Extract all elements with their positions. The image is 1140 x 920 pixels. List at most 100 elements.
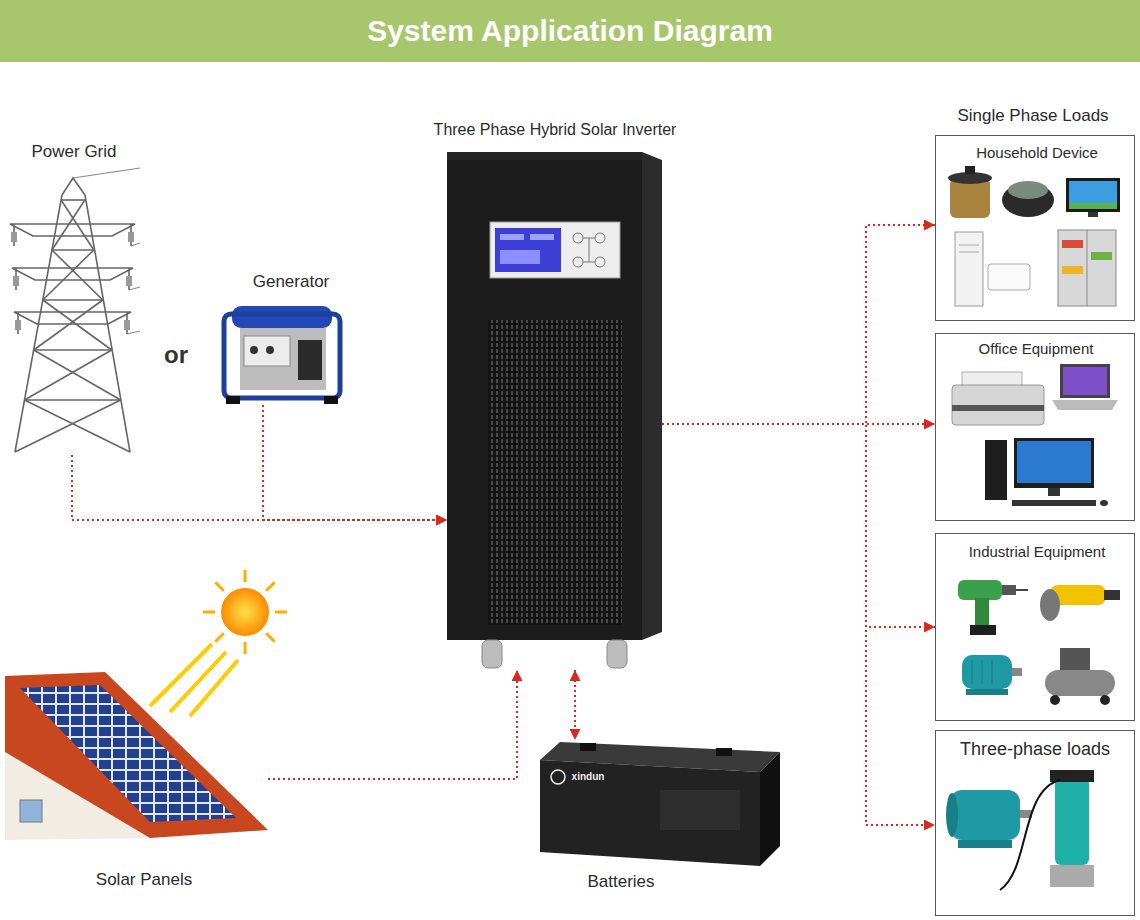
transmission-tower-part xyxy=(25,350,112,400)
solar-panels: Solar Panels xyxy=(5,660,268,840)
transmission-tower-part xyxy=(124,320,130,330)
generator-picture-part xyxy=(266,346,274,354)
household-icons-part xyxy=(955,232,983,306)
inverter-cabinet-part xyxy=(495,228,561,272)
generator: Generator xyxy=(218,303,343,405)
industrial-icons-part xyxy=(992,660,993,684)
three-phase-icons-part xyxy=(950,790,1020,840)
power-flow-connector xyxy=(263,405,447,520)
battery-picture xyxy=(540,742,780,866)
transmission-tower-part xyxy=(127,331,140,334)
transmission-tower-part xyxy=(12,268,133,280)
transmission-tower-part xyxy=(61,200,94,250)
household-icons-part xyxy=(1091,252,1112,260)
office-icons-part xyxy=(1012,500,1096,506)
inverter-cabinet-part xyxy=(490,222,620,278)
office-icons-part xyxy=(1048,488,1060,496)
inverter-cabinet-part xyxy=(595,257,605,267)
transmission-tower-part xyxy=(34,350,121,400)
inverter-cabinet-part xyxy=(530,234,554,240)
generator-picture-part xyxy=(324,396,338,404)
transmission-tower-part xyxy=(62,178,85,195)
sun-part xyxy=(266,582,275,591)
transmission-tower-part xyxy=(43,250,94,300)
transmission-tower-part xyxy=(14,312,131,324)
battery-picture-part xyxy=(540,760,760,866)
industrial-icons-part xyxy=(970,625,996,635)
three-phase-icons-part xyxy=(958,840,1012,848)
transmission-tower-part xyxy=(13,276,19,286)
transmission-tower-part xyxy=(52,250,103,300)
household-icons-part xyxy=(959,245,979,246)
transmission-tower-part xyxy=(43,300,112,350)
load-box: Office Equipment xyxy=(935,333,1135,521)
office-icons-part xyxy=(952,405,1044,411)
industrial-icons-part xyxy=(982,660,983,684)
office-icons-part xyxy=(952,385,1044,425)
hybrid-inverter: Three Phase Hybrid Solar Inverter xyxy=(447,150,662,670)
transmission-tower-part xyxy=(129,287,140,290)
load-box: Three-phase loads xyxy=(935,730,1135,916)
brand-mark: xindun xyxy=(572,771,605,783)
node-label: Power Grid xyxy=(31,142,116,162)
diagram-title: System Application Diagram xyxy=(367,14,773,48)
load-box: Household Device xyxy=(935,135,1135,321)
power-flow-connector xyxy=(662,424,935,825)
title-banner: System Application Diagram xyxy=(0,0,1140,62)
inverter-cabinet-part xyxy=(607,640,627,668)
office-icons-part xyxy=(1063,367,1107,395)
industrial-icons-part xyxy=(1016,589,1028,591)
power-flow-connector xyxy=(574,670,576,740)
office-icons-part xyxy=(1100,500,1108,506)
household-icons-part xyxy=(1069,203,1117,209)
group-heading: Single Phase Loads xyxy=(957,106,1108,126)
battery-picture-part xyxy=(760,752,780,866)
office-icons-part xyxy=(1017,441,1091,483)
industrial-icons-part xyxy=(1045,670,1115,696)
power-flow-connector xyxy=(268,670,517,779)
inverter-cabinet-part xyxy=(595,233,605,243)
node-label: Three-phase loads xyxy=(960,739,1110,761)
office-icons-part xyxy=(962,372,1022,386)
generator-picture-part xyxy=(244,336,290,366)
generator-picture-part xyxy=(224,314,340,398)
inverter-cabinet-part xyxy=(589,238,590,262)
sun-part xyxy=(215,633,224,642)
office-icons xyxy=(952,364,1118,506)
office-icons-part xyxy=(1052,400,1118,410)
transmission-tower-part xyxy=(61,199,85,201)
inverter-cabinet xyxy=(447,152,662,668)
generator-picture-part xyxy=(226,396,240,404)
generator-picture-part xyxy=(232,306,332,328)
household-icons-part xyxy=(1062,240,1083,248)
office-icons-part xyxy=(985,440,1007,500)
node-label: Solar Panels xyxy=(96,870,192,890)
three-phase-icons-part xyxy=(1055,775,1089,865)
sun xyxy=(150,570,287,716)
household-icons-part xyxy=(965,166,975,174)
transmission-tower-part xyxy=(34,300,103,350)
transmission-tower-part xyxy=(34,349,112,351)
household-icons-part xyxy=(1088,212,1098,217)
sun-part xyxy=(150,644,238,716)
transmission-tower-part xyxy=(15,320,21,330)
household-icons-part xyxy=(988,264,1030,290)
three-phase-icons-part xyxy=(946,793,958,837)
industrial-icons-part xyxy=(1002,585,1016,595)
inverter-cabinet-part xyxy=(488,320,622,625)
node-label: Office Equipment xyxy=(979,340,1094,358)
transmission-tower-part xyxy=(43,299,103,301)
household-icons-part xyxy=(1069,181,1117,203)
household-icons xyxy=(948,166,1120,306)
industrial-icons-part xyxy=(958,580,1002,600)
household-icons-part xyxy=(1087,230,1088,306)
inverter-cabinet-part xyxy=(642,152,662,640)
node-label: Generator xyxy=(253,272,330,292)
sun-part xyxy=(203,570,287,654)
industrial-icons-part xyxy=(1040,589,1060,621)
solar-house-part xyxy=(20,800,42,822)
transmission-tower-part xyxy=(128,232,134,242)
industrial-icons-part xyxy=(975,598,989,628)
sun-part xyxy=(203,611,215,614)
solar-house-part xyxy=(5,672,268,838)
